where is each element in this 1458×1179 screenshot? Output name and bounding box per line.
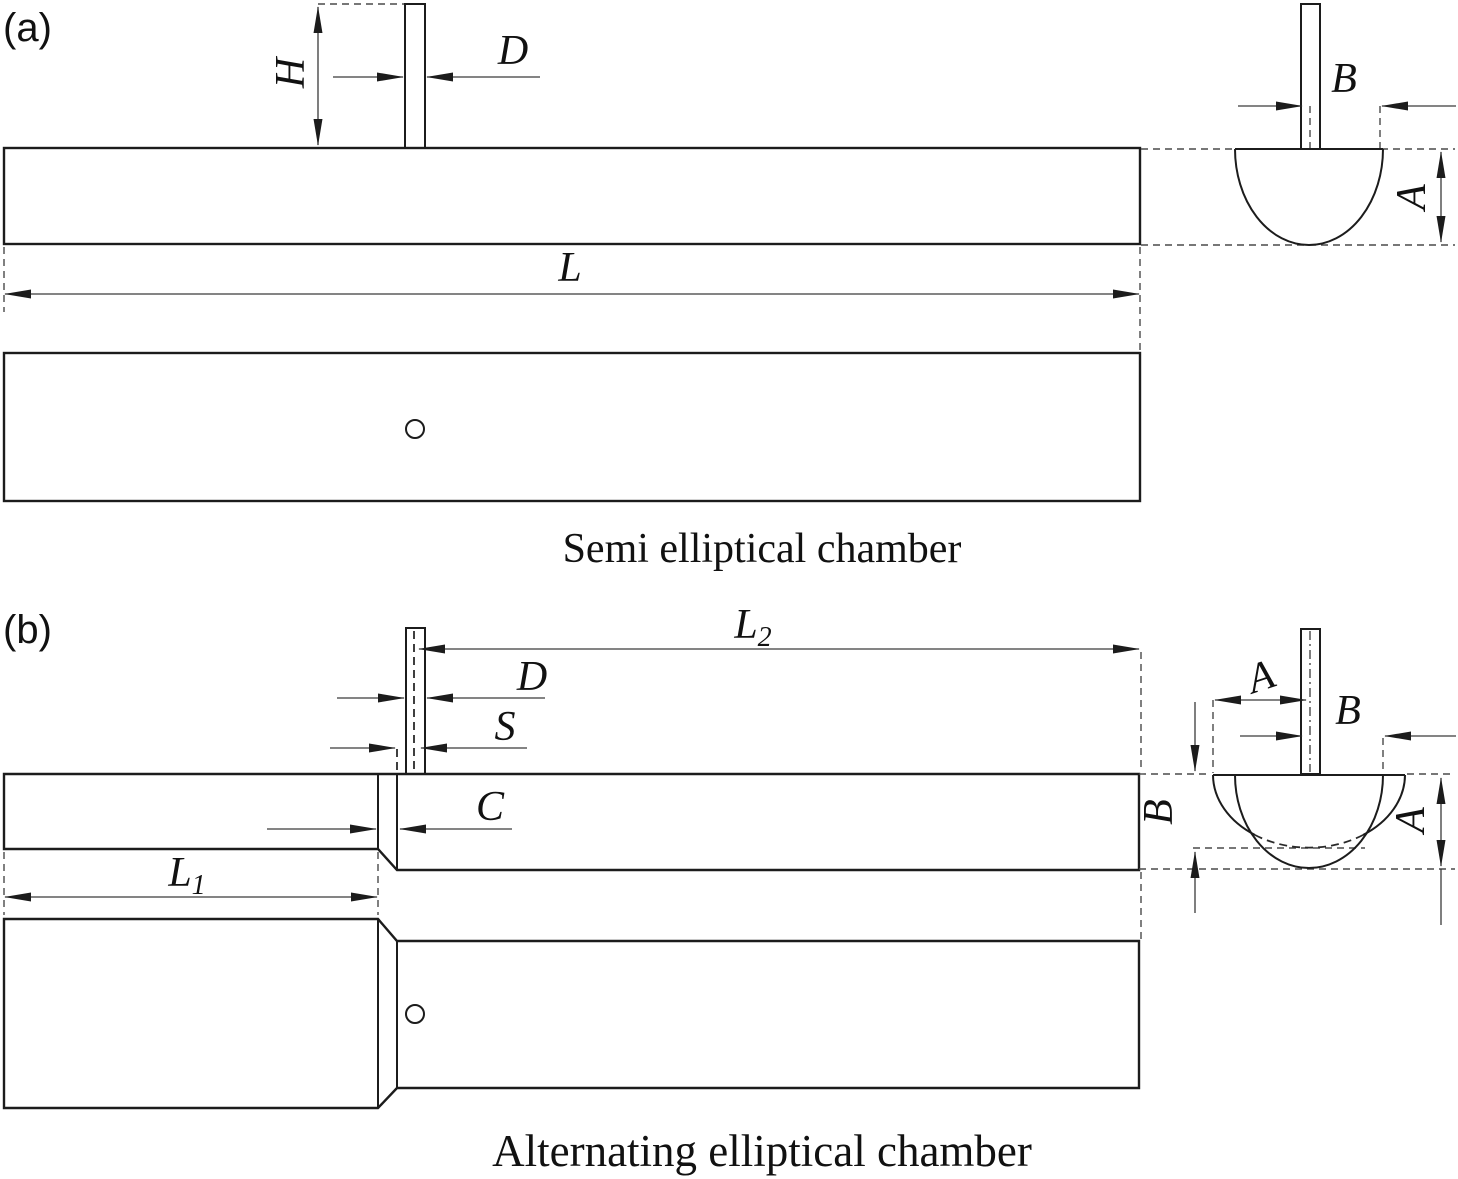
top-view-b bbox=[2, 917, 1141, 1110]
caption-a: Semi elliptical chamber bbox=[563, 526, 962, 572]
dim-label-B-a: B bbox=[1331, 56, 1357, 102]
wide-ellipse-right-flank bbox=[1362, 774, 1406, 836]
dimension-H: H bbox=[268, 3, 404, 146]
vent-hole-a bbox=[405, 419, 425, 439]
wide-ellipse-left-flank bbox=[1212, 774, 1256, 836]
dim-label-A-top: A bbox=[1239, 651, 1281, 704]
side-view-b bbox=[2, 627, 1141, 872]
inlet-tube-end-a bbox=[1300, 3, 1321, 150]
dimension-A-a: A bbox=[1389, 151, 1446, 243]
panel-b-tag: (b) bbox=[3, 608, 52, 652]
dim-label-C: C bbox=[476, 784, 505, 830]
panel-a: (a) H D L bbox=[2, 3, 1456, 572]
dim-label-L1: L1 bbox=[167, 850, 205, 901]
dim-label-H: H bbox=[268, 55, 314, 89]
wide-ellipse-hidden-bottom bbox=[1254, 834, 1364, 849]
inlet-tube-side-a bbox=[404, 3, 426, 149]
dim-label-A-right: A bbox=[1388, 807, 1434, 836]
dim-label-D-b: D bbox=[516, 654, 547, 700]
dimension-C: C bbox=[267, 784, 512, 834]
deep-ellipse-chamber bbox=[1234, 774, 1384, 869]
dim-label-D-a: D bbox=[497, 28, 528, 74]
dimension-B-left: B bbox=[1136, 702, 1200, 913]
dimension-A-top: A bbox=[1212, 651, 1307, 773]
dim-label-B-left: B bbox=[1136, 799, 1182, 825]
panel-a-tag: (a) bbox=[3, 6, 52, 50]
dimension-L1: L1 bbox=[3, 850, 379, 915]
end-view-a: B A bbox=[1141, 3, 1456, 246]
dim-label-B-top: B bbox=[1335, 688, 1361, 734]
top-view-a bbox=[2, 351, 1142, 503]
dimension-L: L bbox=[3, 245, 1141, 352]
dim-label-L: L bbox=[557, 245, 581, 291]
dimension-D-b: D bbox=[337, 654, 547, 703]
dimension-B-top: B bbox=[1240, 688, 1456, 773]
vent-hole-b bbox=[405, 1004, 425, 1024]
side-view-a bbox=[2, 3, 1142, 246]
dim-label-S: S bbox=[495, 704, 516, 750]
inlet-tube-side-b bbox=[405, 627, 426, 775]
semi-ellipse-chamber-a bbox=[1234, 148, 1384, 246]
dim-label-A-a: A bbox=[1389, 184, 1435, 213]
dimension-S: S bbox=[330, 704, 527, 753]
dim-label-L2: L2 bbox=[733, 602, 771, 653]
dimension-B-a: B bbox=[1238, 56, 1456, 148]
caption-b: Alternating elliptical chamber bbox=[492, 1126, 1032, 1176]
end-view-b: A B B A bbox=[1136, 628, 1456, 925]
dimension-D-a: D bbox=[333, 28, 540, 82]
panel-b: (b) L2 D S bbox=[2, 602, 1456, 1176]
dimension-L2: L2 bbox=[418, 602, 1142, 939]
dimension-A-right: A bbox=[1388, 777, 1446, 925]
